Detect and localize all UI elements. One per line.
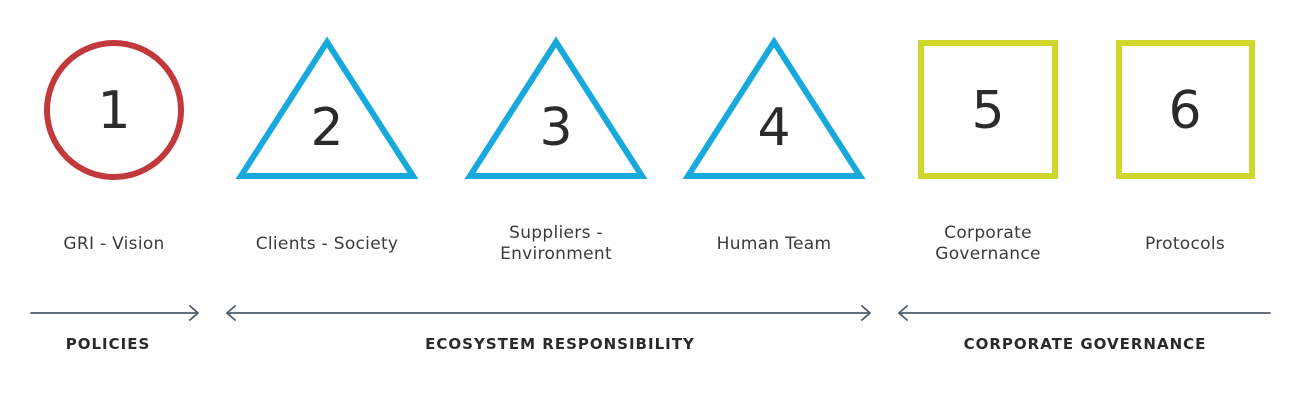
item-1-number: 1 — [97, 81, 130, 141]
item-4-number: 4 — [757, 98, 790, 158]
circle-shape — [44, 40, 184, 180]
item-1-label: GRI - Vision — [63, 234, 165, 254]
item-2-shape: 2 — [235, 36, 419, 179]
item-3-label: Suppliers - Environment — [500, 223, 612, 264]
triangle-shape — [464, 36, 648, 179]
item-3-shape: 3 — [464, 36, 648, 179]
item-1-shape: 1 — [44, 40, 184, 180]
ecosystem-arrow — [226, 305, 871, 321]
category-ecosystem-label: ECOSYSTEM RESPONSIBILITY — [425, 335, 695, 353]
category-governance-label: CORPORATE GOVERNANCE — [963, 335, 1207, 353]
square-shape — [1116, 40, 1255, 179]
triangle-shape — [235, 36, 419, 179]
item-6-label: Protocols — [1144, 234, 1226, 254]
item-3-number: 3 — [539, 98, 572, 158]
governance-arrow — [898, 305, 1271, 321]
item-5-shape: 5 — [918, 40, 1058, 179]
triangle-shape — [682, 36, 866, 179]
item-2-label: Clients - Society — [255, 234, 399, 254]
item-5-number: 5 — [971, 81, 1004, 141]
square-shape — [918, 40, 1058, 179]
item-6-shape: 6 — [1116, 40, 1255, 179]
item-4-label: Human Team — [716, 234, 832, 254]
category-policies-label: POLICIES — [65, 335, 151, 353]
item-4-shape: 4 — [682, 36, 866, 179]
item-5-label: Corporate Governance — [935, 223, 1041, 264]
item-2-number: 2 — [310, 98, 343, 158]
policies-arrow — [30, 305, 199, 321]
item-6-number: 6 — [1168, 81, 1201, 141]
